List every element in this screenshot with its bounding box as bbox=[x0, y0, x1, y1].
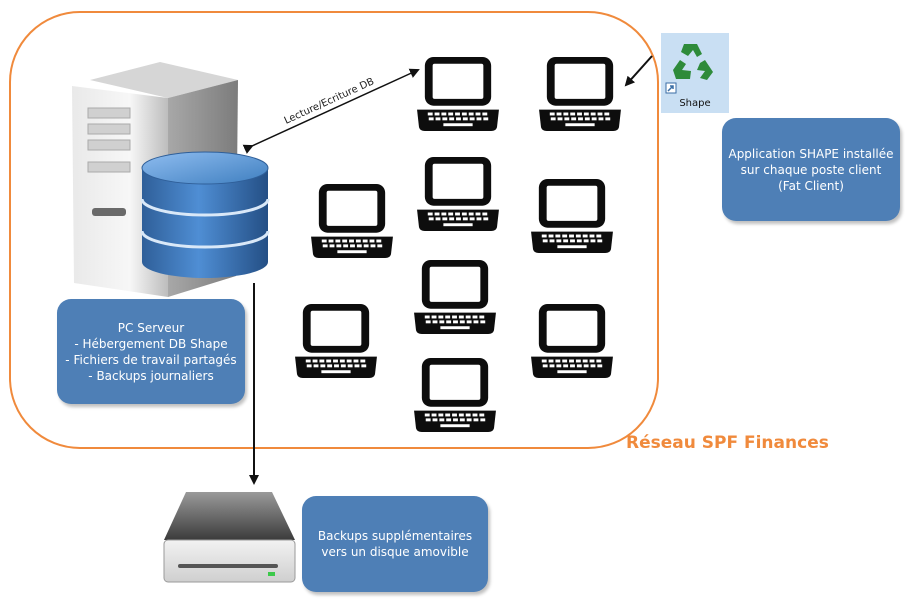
laptop-icon bbox=[414, 259, 496, 335]
laptop-icon bbox=[311, 183, 393, 259]
backup-note-line: Backups supplémentaires bbox=[317, 529, 473, 543]
server-note-line: - Hébergement DB Shape bbox=[74, 336, 228, 351]
server-note: PC Serveur - Hébergement DB Shape - Fich… bbox=[57, 299, 245, 404]
backup-note: Backups supplémentaires vers un disque a… bbox=[302, 496, 488, 592]
client-note: Application SHAPE installée sur chaque p… bbox=[722, 118, 900, 221]
client-note-line: Application SHAPE installée bbox=[728, 146, 894, 161]
laptop-icon bbox=[531, 303, 613, 379]
shape-app-caption: Shape bbox=[679, 98, 710, 109]
shape-app-icon: Shape bbox=[661, 33, 729, 113]
client-note-line: sur chaque poste client bbox=[740, 162, 882, 177]
network-boundary bbox=[9, 11, 659, 449]
recycle-icon bbox=[673, 44, 713, 80]
client-note-line: (Fat Client) bbox=[778, 178, 844, 193]
install-arrow bbox=[624, 55, 653, 87]
laptop-icon bbox=[295, 303, 377, 379]
read-write-label: Lecture/Ecriture DB bbox=[283, 76, 376, 126]
client-laptops bbox=[295, 56, 621, 433]
laptop-icon bbox=[414, 357, 496, 433]
backup-note-line: vers un disque amovible bbox=[321, 545, 469, 559]
server-note-line: - Fichiers de travail partagés bbox=[65, 352, 237, 367]
laptop-icon bbox=[539, 56, 621, 132]
removable-disk-icon bbox=[163, 492, 296, 583]
server-note-line: PC Serveur bbox=[117, 320, 185, 335]
database-icon bbox=[140, 151, 270, 278]
read-write-connector: Lecture/Ecriture DB bbox=[242, 68, 420, 154]
server-note-line: - Backups journaliers bbox=[88, 368, 214, 383]
laptop-icon bbox=[531, 178, 613, 254]
laptop-icon bbox=[417, 156, 499, 232]
laptop-icon bbox=[417, 56, 499, 132]
network-label: Réseau SPF Finances bbox=[626, 433, 829, 453]
